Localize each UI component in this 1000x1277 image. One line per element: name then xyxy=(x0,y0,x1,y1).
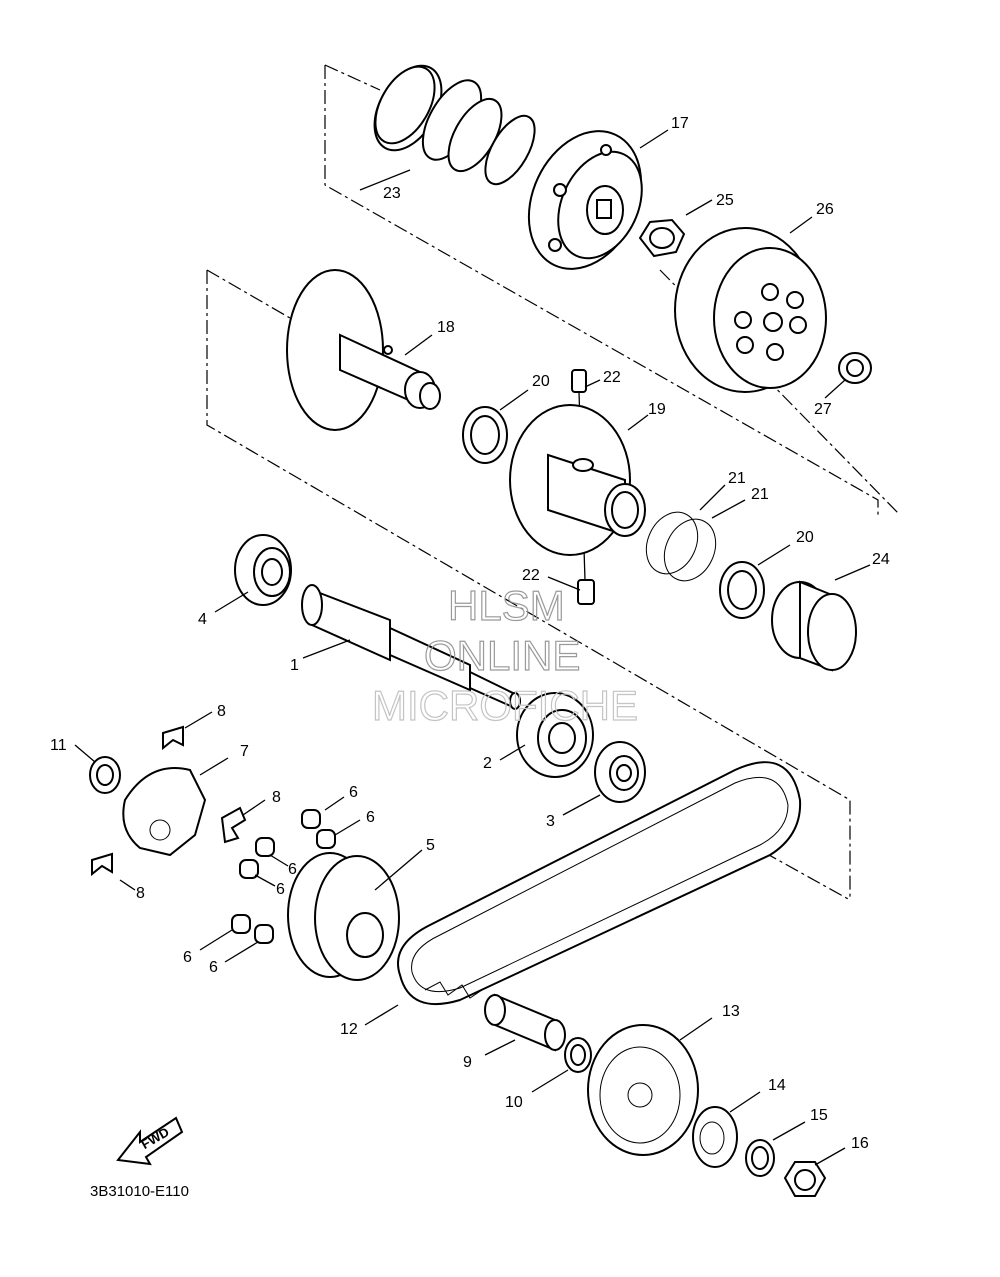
callout-24: 24 xyxy=(872,551,890,568)
watermark-line-2: ONLINE xyxy=(424,632,580,679)
diagram-code: 3B31010-E110 xyxy=(90,1183,189,1200)
callout-17: 17 xyxy=(671,115,689,132)
part-21-o-rings xyxy=(645,511,717,582)
callout-14: 14 xyxy=(768,1077,786,1094)
callout-6a: 6 xyxy=(349,784,358,801)
part-13-fan-sheave xyxy=(587,1024,699,1156)
part-9-collar xyxy=(484,993,566,1052)
part-5-primary-sheave xyxy=(287,852,400,981)
callout-22a: 22 xyxy=(603,369,621,386)
part-4-bearing xyxy=(234,534,292,606)
callout-8a: 8 xyxy=(217,703,226,720)
part-1-shaft xyxy=(301,584,521,710)
callout-25: 25 xyxy=(716,192,734,209)
part-8-sliders xyxy=(91,725,247,877)
callout-13: 13 xyxy=(722,1003,740,1020)
watermark-line-1: HLSM xyxy=(448,582,565,629)
callout-27: 27 xyxy=(814,401,832,418)
part-14-ratchet xyxy=(692,1106,738,1168)
part-23-springs xyxy=(373,64,536,186)
watermark: HLSM ONLINE MICROFICHE xyxy=(371,581,638,729)
callout-6b: 6 xyxy=(366,809,375,826)
callout-16: 16 xyxy=(851,1135,869,1152)
callout-12: 12 xyxy=(340,1021,358,1038)
part-7-cam-plate xyxy=(122,767,207,857)
callout-7: 7 xyxy=(240,743,249,760)
callout-3: 3 xyxy=(546,813,555,830)
part-12-v-belt xyxy=(397,761,802,1006)
callout-8c: 8 xyxy=(136,885,145,902)
part-16-nut xyxy=(783,1161,827,1197)
part-25-nut xyxy=(638,218,686,258)
callout-20a: 20 xyxy=(532,373,550,390)
callout-23: 23 xyxy=(383,185,401,202)
callout-26: 26 xyxy=(816,201,834,218)
fwd-arrow-icon: FWD xyxy=(116,1116,184,1166)
callout-8b: 8 xyxy=(272,789,281,806)
part-26-clutch-housing xyxy=(674,227,827,393)
callout-1: 1 xyxy=(290,657,299,674)
part-24-collar xyxy=(771,580,857,672)
part-18-sliding-sheave xyxy=(286,269,441,431)
callout-4: 4 xyxy=(198,611,207,628)
part-27-nut xyxy=(838,352,872,384)
callout-6c: 6 xyxy=(288,861,297,878)
callout-11: 11 xyxy=(50,737,67,754)
callout-18: 18 xyxy=(437,319,455,336)
callout-19: 19 xyxy=(648,401,666,418)
callout-6d: 6 xyxy=(276,881,285,898)
callout-2: 2 xyxy=(483,755,492,772)
part-3-bearing xyxy=(594,741,646,803)
callout-15: 15 xyxy=(810,1107,828,1124)
callout-10: 10 xyxy=(505,1094,523,1111)
leader-lines xyxy=(74,129,871,1166)
part-15-washer xyxy=(745,1139,775,1177)
callout-6e: 6 xyxy=(183,949,192,966)
callout-6f: 6 xyxy=(209,959,218,976)
watermark-line-3: MICROFICHE xyxy=(372,682,638,729)
callout-21a: 21 xyxy=(728,470,746,487)
part-20-seal-upper xyxy=(462,406,508,464)
part-10-washer xyxy=(564,1037,592,1073)
part-19-cam xyxy=(509,404,646,556)
part-11-washer xyxy=(89,756,121,794)
part-20-seal-lower xyxy=(719,561,765,619)
callout-20b: 20 xyxy=(796,529,814,546)
callout-numbers: 1 2 3 4 5 6 6 6 6 6 6 7 8 8 8 9 10 11 12… xyxy=(50,115,890,1152)
part-2-bearing xyxy=(516,692,594,778)
callout-5: 5 xyxy=(426,837,435,854)
part-17-clutch-carrier xyxy=(527,130,643,270)
part-6-rollers xyxy=(231,809,336,944)
callout-9: 9 xyxy=(463,1054,472,1071)
callout-22b: 22 xyxy=(522,567,540,584)
callout-21b: 21 xyxy=(751,486,769,503)
